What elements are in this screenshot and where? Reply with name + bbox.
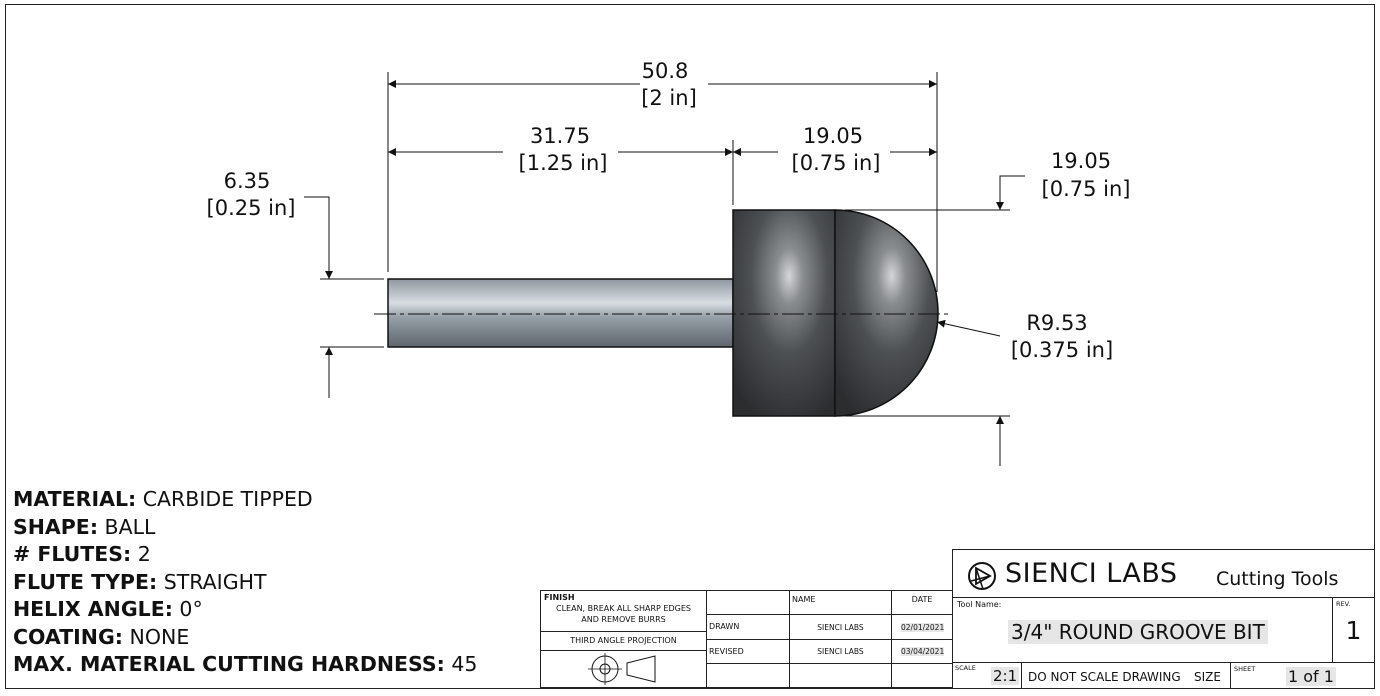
dim-shank-length-in: [1.25 in] <box>519 151 608 175</box>
shank <box>387 278 734 348</box>
dim-head-length-in: [0.75 in] <box>792 151 881 175</box>
drawn-name: SIENCI LABS <box>817 623 864 632</box>
scale-value: 2:1 <box>991 667 1020 685</box>
rev-number: 1 <box>1345 616 1362 645</box>
company-name: SIENCI LABS <box>1005 558 1178 589</box>
category-label: Cutting Tools <box>1216 568 1339 590</box>
revised-date: 03/04/2021 <box>901 647 945 656</box>
drawn-label: DRAWN <box>709 622 740 631</box>
spec-flutes: # FLUTES: 2 <box>13 542 151 566</box>
dim-radius-mm: R9.53 <box>1026 311 1087 335</box>
dim-overall-mm: 50.8 <box>642 59 689 83</box>
scale-label: SCALE <box>955 664 976 672</box>
head-cylinder <box>732 209 836 417</box>
spec-helix-angle: HELIX ANGLE: 0° <box>13 597 203 621</box>
spec-max-hardness: MAX. MATERIAL CUTTING HARDNESS: 45 <box>13 652 478 676</box>
revised-name: SIENCI LABS <box>817 647 864 656</box>
do-not-scale-note: DO NOT SCALE DRAWING <box>1028 670 1181 684</box>
col-date: DATE <box>911 595 933 604</box>
projection-label: THIRD ANGLE PROJECTION <box>570 636 677 645</box>
head-ball <box>834 209 939 417</box>
finish-line1: CLEAN, BREAK ALL SHARP EDGES <box>556 604 691 613</box>
dim-head-dia-in: [0.75 in] <box>1042 177 1131 201</box>
finish-line2: AND REMOVE BURRS <box>581 615 666 624</box>
tool-name: 3/4" ROUND GROOVE BIT <box>1008 620 1268 644</box>
dim-shank-dia-in: [0.25 in] <box>207 196 296 220</box>
sheet-label: SHEET <box>1234 665 1256 673</box>
sienci-logo-icon <box>968 562 996 590</box>
dim-radius-in: [0.375 in] <box>1011 338 1113 362</box>
spec-shape: SHAPE: BALL <box>13 514 156 539</box>
tool-name-label: Tool Name: <box>957 600 1002 609</box>
spec-list: MATERIAL: CARBIDE TIPPED SHAPE: BALL # F… <box>13 486 477 679</box>
dim-shank-length-mm: 31.75 <box>530 124 590 148</box>
dim-overall-in: [2 in] <box>641 86 697 110</box>
spec-coating: COATING: NONE <box>13 624 190 649</box>
size-label: SIZE <box>1194 670 1221 684</box>
finish-heading: FINISH <box>544 593 575 602</box>
spec-material: MATERIAL: CARBIDE TIPPED <box>13 487 313 511</box>
drawing-border <box>5 4 1375 689</box>
col-name: NAME <box>792 595 816 604</box>
spec-flute-type: FLUTE TYPE: STRAIGHT <box>13 569 267 594</box>
dim-head-dia-mm: 19.05 <box>1051 149 1111 173</box>
third-angle-projection-icon <box>588 653 656 685</box>
drawn-date: 02/01/2021 <box>901 623 945 632</box>
revised-label: REVISED <box>709 647 744 656</box>
dim-shank-dia-mm: 6.35 <box>224 169 271 193</box>
sheet-value: 1 of 1 <box>1286 667 1336 686</box>
rev-label: REV. <box>1336 600 1351 608</box>
dim-head-length-mm: 19.05 <box>803 124 863 148</box>
